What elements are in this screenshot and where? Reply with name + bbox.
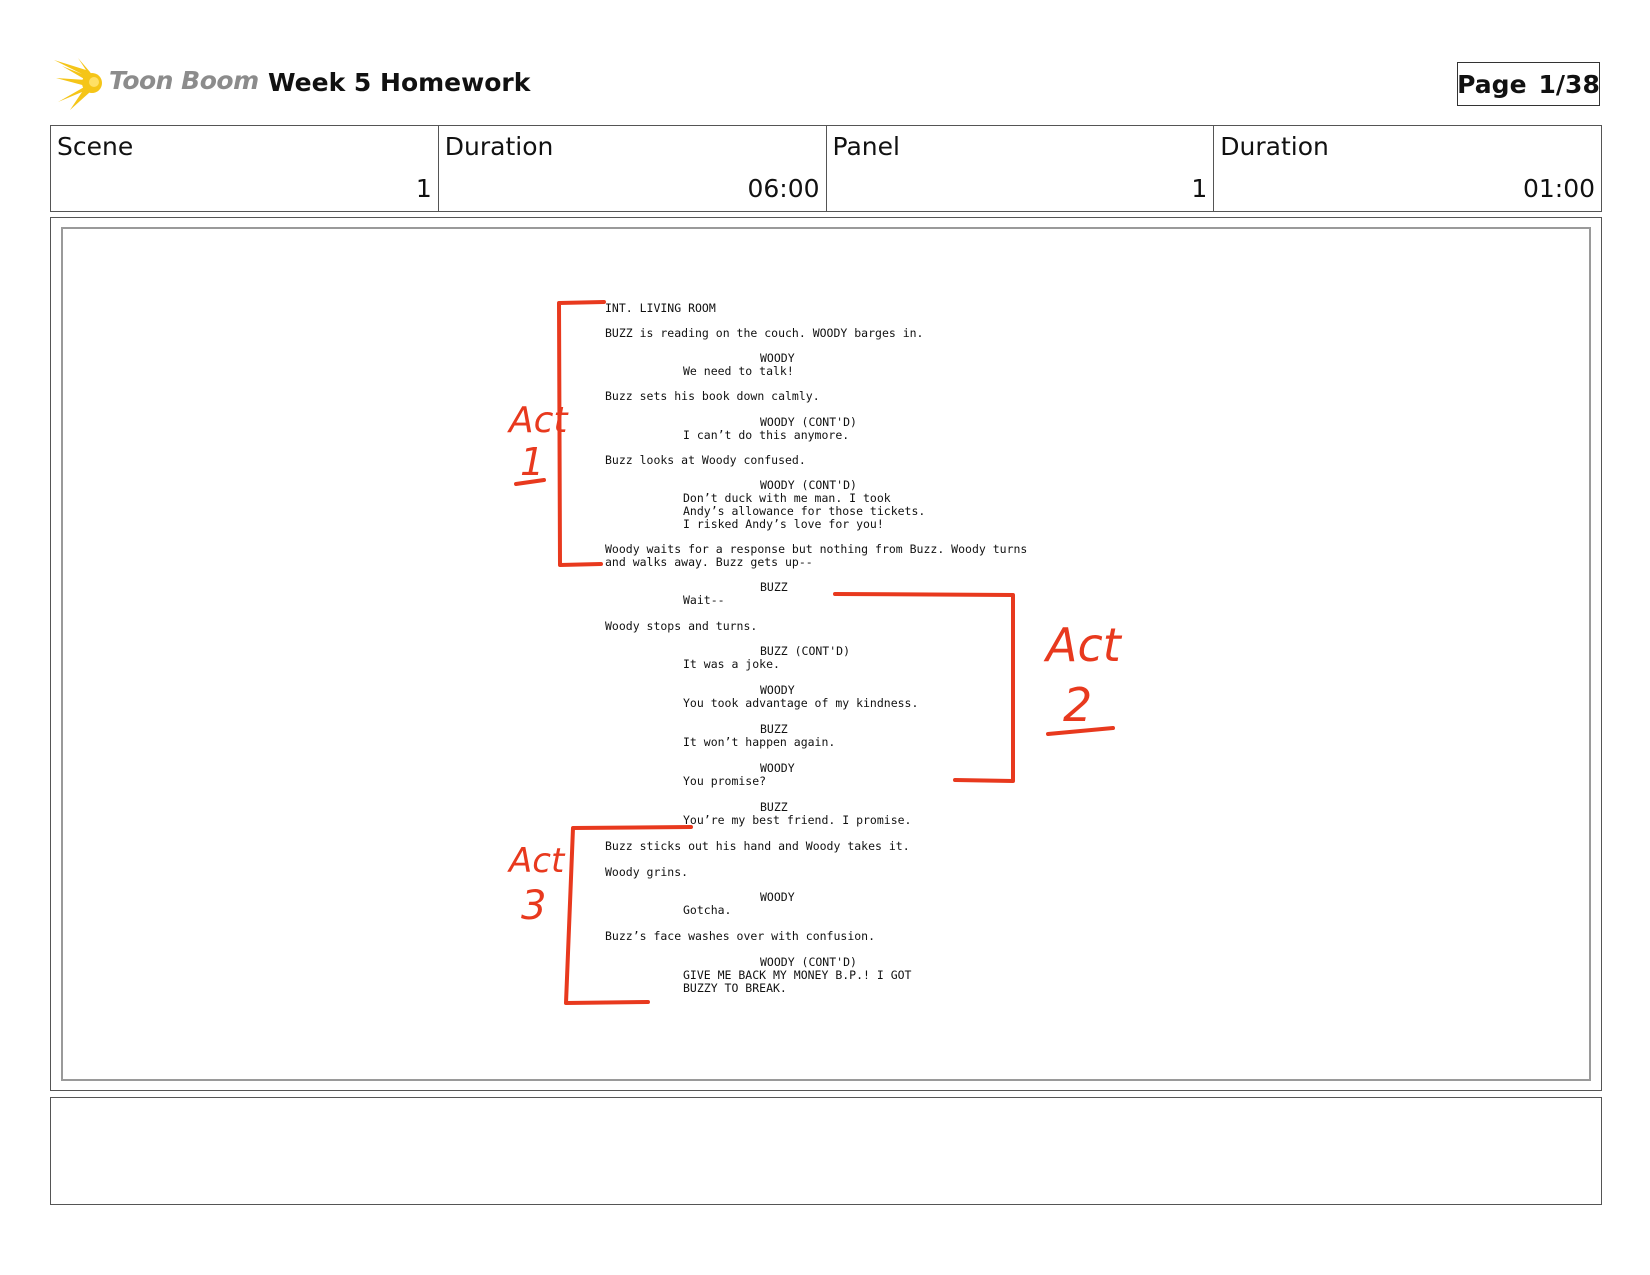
page-indicator: Page 1/38 (1457, 62, 1600, 106)
dialogue-line: GIVE ME BACK MY MONEY B.P.! I GOT (683, 968, 912, 982)
dialogue-line: Gotcha. (683, 903, 732, 917)
character-name: BUZZ (760, 580, 788, 594)
act-3-number: 3 (521, 883, 546, 929)
document-title: Week 5 Homework (268, 68, 531, 97)
storyboard-panel[interactable]: INT. LIVING ROOM BUZZ is reading on the … (61, 227, 1591, 1081)
header: Toon Boom Week 5 Homework Page 1/38 (52, 56, 1600, 112)
act-2-bracket (833, 592, 1015, 783)
character-name: WOODY (CONT'D) (760, 415, 857, 429)
act-1-bracket (557, 300, 606, 567)
character-name: WOODY (CONT'D) (760, 478, 857, 492)
dialogue-line: It was a joke. (683, 657, 780, 671)
logo-text: Toon Boom (109, 66, 259, 95)
info-row: Scene 1 Duration 06:00 Panel 1 Duration … (50, 125, 1602, 212)
starburst-icon (54, 58, 102, 110)
scene-cell: Scene 1 (51, 126, 439, 211)
character-name: BUZZ (CONT'D) (760, 644, 851, 658)
panel-duration-cell: Duration 01:00 (1214, 126, 1601, 211)
action-line: Buzz looks at Woody confused. (605, 453, 806, 467)
panel-duration-label: Duration (1220, 132, 1329, 161)
scene-duration-cell: Duration 06:00 (439, 126, 827, 211)
act-3-bracket (564, 825, 693, 1005)
red-annotations: Act 1 Act 2 Act 3 (507, 300, 1123, 1005)
action-line: and walks away. Buzz gets up-- (605, 555, 813, 569)
dialogue-line: You promise? (683, 774, 767, 788)
dialogue-line: I can’t do this anymore. (683, 428, 850, 442)
action-line: Buzz’s face washes over with confusion. (605, 929, 876, 943)
toon-boom-logo: Toon Boom (52, 56, 259, 112)
dialogue-line: Andy’s allowance for those tickets. (683, 504, 926, 518)
character-name: WOODY (760, 761, 795, 775)
act-3-label: Act (507, 841, 566, 881)
dialogue-line: BUZZY TO BREAK. (683, 981, 787, 995)
scene-value: 1 (415, 174, 432, 203)
page-label: Page (1457, 69, 1527, 99)
page-number: 1/38 (1538, 69, 1600, 99)
character-name: WOODY (CONT'D) (760, 955, 857, 969)
act-2-label: Act (1043, 618, 1123, 672)
character-name: WOODY (760, 890, 795, 904)
dialogue-line: I risked Andy’s love for you! (683, 517, 884, 531)
scene-label: Scene (57, 132, 134, 161)
scene-duration-value: 06:00 (747, 174, 820, 203)
act-1-label: Act (507, 400, 569, 441)
act-2-underline (1046, 726, 1115, 736)
dialogue-line: It won’t happen again. (683, 735, 836, 749)
scene-duration-label: Duration (444, 132, 554, 161)
character-name: BUZZ (760, 800, 788, 814)
dialogue-line: You took advantage of my kindness. (683, 696, 919, 710)
panel-cell: Panel 1 (827, 126, 1215, 211)
character-name: BUZZ (760, 722, 788, 736)
panel-duration-value: 01:00 (1522, 174, 1595, 203)
dialogue-line: Wait-- (683, 593, 725, 607)
action-line: Woody waits for a response but nothing f… (605, 542, 1028, 556)
action-line: Buzz sets his book down calmly. (605, 389, 820, 403)
action-line: BUZZ is reading on the couch. WOODY barg… (605, 326, 924, 340)
dialogue-line: We need to talk! (683, 364, 794, 378)
character-name: WOODY (760, 683, 795, 697)
act-1-number: 1 (520, 440, 544, 484)
character-name: WOODY (760, 351, 795, 365)
panel-notes-area[interactable] (50, 1097, 1602, 1205)
panel-label: Panel (832, 132, 900, 161)
dialogue-line: You’re my best friend. I promise. (683, 813, 912, 827)
storyboard-panel-frame: INT. LIVING ROOM BUZZ is reading on the … (50, 217, 1602, 1091)
dialogue-line: Don’t duck with me man. I took (683, 491, 891, 505)
act-1-underline (514, 478, 546, 486)
panel-value: 1 (1191, 174, 1208, 203)
scene-heading: INT. LIVING ROOM (605, 301, 716, 315)
action-line: Woody stops and turns. (605, 619, 758, 633)
action-line: Woody grins. (605, 865, 689, 879)
act-2-number: 2 (1063, 678, 1092, 732)
action-line: Buzz sticks out his hand and Woody takes… (605, 839, 910, 853)
